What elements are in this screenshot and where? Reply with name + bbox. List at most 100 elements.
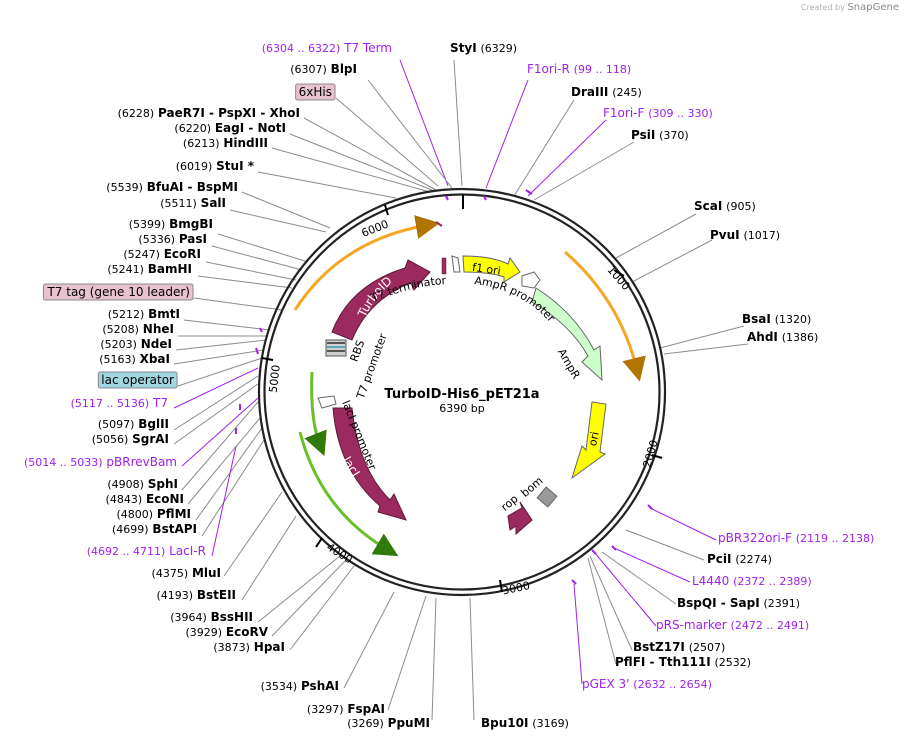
leader-line-6xhis [335, 97, 439, 187]
leader-line-bmgbi [217, 233, 309, 263]
rbs-feature [325, 339, 347, 357]
snapgene-logo-text: SnapGene [847, 2, 899, 13]
site-bpu10i: Bpu10I (3169) [481, 716, 569, 730]
svg-text:5000: 5000 [267, 364, 283, 393]
leader-line-sgrai [173, 383, 259, 445]
backbone-inner [263, 193, 661, 591]
tick-4000: 4000 [315, 537, 355, 567]
site-ecorv: (3929) EcoRV [186, 625, 269, 639]
svg-text:4000: 4000 [324, 541, 355, 567]
leader-line-ecorv [271, 559, 347, 637]
site-bstapi: (4699) BstAPI [112, 522, 197, 536]
site-sgrai: (5056) SgrAI [92, 432, 169, 446]
leader-line-xbai [173, 349, 265, 365]
site-bsteii: (4193) BstEII [156, 588, 236, 602]
plasmid-length: 6390 bp [439, 402, 484, 415]
leader-line-t7-tag-gene-10-leader [193, 297, 283, 311]
leader-line-pbrrevbam [181, 397, 259, 467]
f1ori-label: f1 ori [471, 261, 501, 278]
leader-line-fspai [387, 595, 427, 711]
site-hindiii: (6213) HindIII [183, 136, 268, 150]
leader-line-f1ori-f [527, 119, 607, 197]
site-pasi: (5336) PasI [138, 232, 207, 246]
primer-pgex-3: pGEX 3' (2632 .. 2654) [582, 677, 712, 691]
site-pflfi-tth111i: PflFI - Tth111I (2532) [615, 655, 751, 669]
site-pshai: (3534) PshAI [261, 679, 339, 693]
svg-text:T7 tag (gene 10 leader): T7 tag (gene 10 leader) [46, 285, 190, 299]
tick-2000: 2000 [641, 438, 663, 469]
site-bstz17i: BstZ17I (2507) [633, 640, 725, 654]
site-nhei: (5208) NheI [102, 322, 174, 336]
primer-t7-term: (6304 .. 6322) T7 Term [262, 41, 392, 55]
ori-feature [571, 401, 607, 480]
leader-line-bsteii [241, 515, 297, 601]
site-bsshii: (3964) BssHII [170, 610, 253, 624]
leader-line-ndei [175, 339, 267, 351]
plasmid-name: TurboID-His6_pET21a [384, 387, 539, 402]
rbs-label: RBS [348, 338, 368, 363]
leader-line-pshai [343, 591, 395, 689]
site-ppumi: (3269) PpuMI [347, 716, 430, 730]
leader-line-laci-r [211, 445, 237, 557]
svg-text:2000: 2000 [641, 438, 661, 468]
leader-line-stui [257, 171, 397, 199]
site-xbai: (5163) XbaI [99, 352, 170, 366]
leader-line-ecori [205, 261, 297, 281]
leader-line-pflfi-tth111i [587, 557, 617, 665]
leader-line-l4440 [613, 547, 691, 583]
svg-text:1000: 1000 [604, 263, 632, 293]
leader-line-paer7i-pspxi-xhoi [303, 117, 437, 191]
site-draiii: DraIII (245) [571, 85, 642, 99]
leader-line-pasi [211, 245, 303, 271]
leader-line-pflmi [195, 427, 263, 521]
site-pcii: PciI (2274) [707, 552, 772, 566]
t7term-feature [441, 257, 447, 275]
f1ori-feature [462, 255, 521, 283]
site-styi: StyI (6329) [450, 41, 517, 55]
leader-line-blpi [367, 79, 453, 189]
site-psii: PsiI (370) [631, 128, 689, 142]
site-ahdi: AhdI (1386) [747, 330, 818, 344]
primer-pbr322ori-f: pBR322ori-F (2119 .. 2138) [718, 531, 874, 545]
bom-feature [536, 486, 558, 508]
leader-line-econi [187, 417, 261, 505]
ampr-feature [531, 287, 603, 382]
leader-line-lac-operator [177, 357, 263, 387]
leader-lines [173, 59, 749, 721]
site-scai: ScaI (905) [694, 199, 756, 213]
leader-line-prs-marker [593, 551, 657, 627]
leader-line-bspqi-sapi [601, 551, 677, 605]
primer-f1ori-f: F1ori-F (309 .. 330) [603, 106, 713, 120]
orange-arrow-right [564, 250, 646, 382]
leader-line-bsai [659, 325, 745, 349]
feature-box-lac-operator: lac operator [97, 371, 178, 389]
site-pflmi: (4800) PflMI [116, 507, 191, 521]
leader-line-pbr322ori-f [649, 507, 717, 541]
laci-feature [332, 407, 407, 521]
site-ndei: (5203) NdeI [100, 337, 172, 351]
site-paer7i-pspxi-xhoi: (6228) PaeR7I - PspXI - XhoI [118, 106, 300, 120]
leader-line-sphi [181, 401, 259, 491]
leader-line-t7-term [399, 59, 449, 187]
leader-line-ppumi [431, 597, 437, 721]
leader-line-draiii [513, 99, 575, 197]
leader-line-mlui [223, 491, 283, 577]
leader-line-hpai [289, 565, 355, 651]
site-hpai: (3873) HpaI [213, 640, 285, 654]
site-ecori: (5247) EcoRI [123, 247, 201, 261]
leader-line-f1ori-r [485, 79, 529, 189]
site-mlui: (4375) MluI [152, 566, 221, 580]
svg-text:3000: 3000 [501, 579, 531, 598]
ori-label: ori [586, 431, 602, 448]
feature-box-6xhis: 6xHis [295, 83, 336, 101]
leader-line-eagi-noti [289, 133, 433, 191]
primer-l4440: L4440 (2372 .. 2389) [692, 574, 812, 588]
site-bsai: BsaI (1320) [742, 312, 811, 326]
leader-line-t7 [173, 367, 259, 409]
tick-5000: 5000 [261, 357, 283, 393]
leader-line-bstapi [201, 439, 265, 537]
site-sphi: (4908) SphI [107, 477, 178, 491]
leader-line-ahdi [663, 343, 749, 355]
leader-line-bmti [183, 319, 271, 331]
leader-line-pcii [625, 529, 705, 561]
